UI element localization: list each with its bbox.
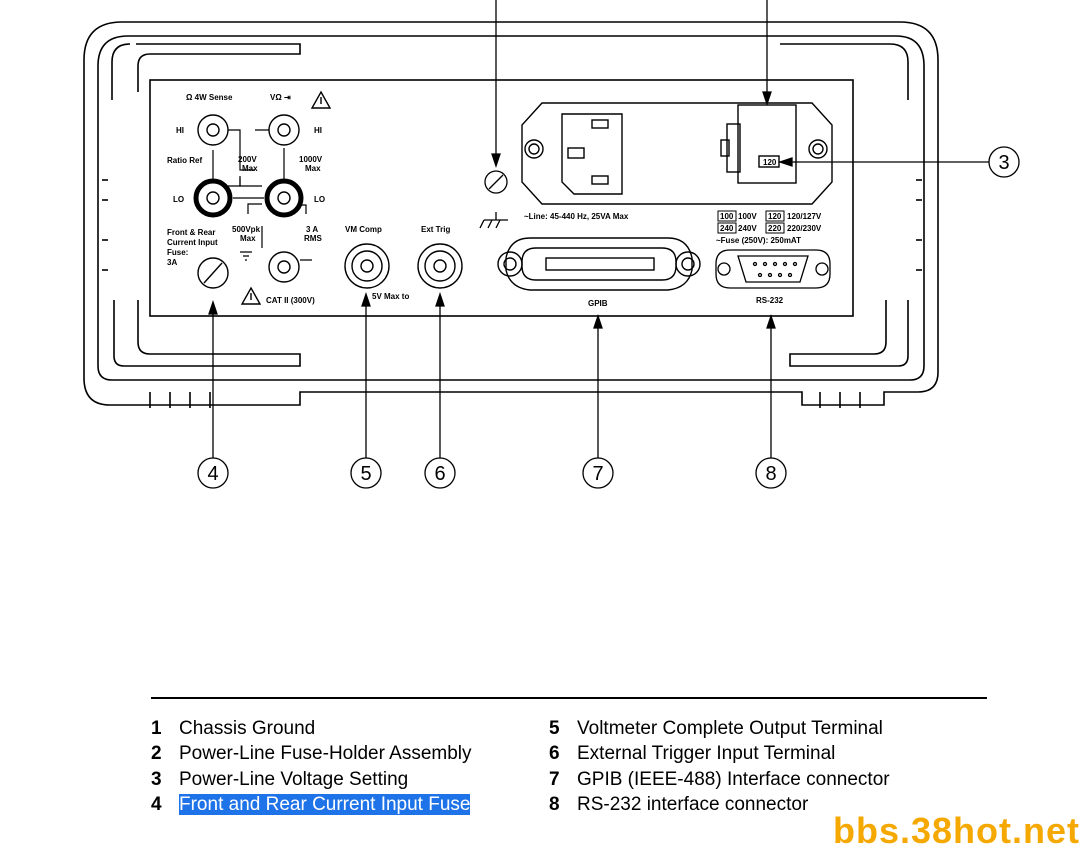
legend-number: 4 [151, 793, 162, 815]
legend-item: 5 Voltmeter Complete Output Terminal [549, 716, 890, 741]
v220-label: 220/230V [787, 224, 822, 233]
callout-circles [197, 146, 1020, 489]
amps-3a-sub-label: RMS [304, 234, 322, 243]
callout-6-number: 6 [434, 463, 445, 485]
max-200v-label: 200V [238, 155, 257, 164]
ext-trig-bnc [417, 243, 463, 289]
callout-4 [197, 457, 229, 489]
instrument-case [83, 21, 939, 408]
callout-3-number: 3 [998, 152, 1009, 174]
vpk-500-sub-label: Max [240, 234, 256, 243]
ohm-4w-sense-label: Ω 4W Sense [186, 93, 233, 102]
legend-number: 1 [151, 718, 162, 739]
callout-leaders [208, 0, 990, 458]
v100-label: 100V [738, 212, 757, 221]
callout-4-number: 4 [207, 463, 218, 485]
legend-text: RS-232 interface connector [577, 793, 809, 815]
rear-panel-diagram: 120 Ω 4W Sense VΩ ⇥ HI HI Ratio Ref 200V… [83, 0, 1020, 489]
callout-6 [424, 457, 456, 489]
legend-number: 2 [151, 743, 162, 765]
gpib-label: GPIB [588, 299, 608, 308]
legend-number: 3 [151, 768, 162, 790]
current-input-terminal [268, 251, 300, 283]
callout-5 [350, 457, 382, 489]
lo-right-label: LO [314, 195, 325, 204]
lo-left-label: LO [173, 195, 184, 204]
legend-number: 7 [549, 768, 560, 790]
bnc-terminals [344, 243, 463, 289]
watermark: bbs.38hot.net [832, 810, 1080, 851]
v240-box-label: 240 [720, 224, 734, 233]
legend-item: 3 Power-Line Voltage Setting [151, 767, 472, 792]
legend-divider [151, 697, 987, 699]
cat-rating-label: CAT II (300V) [266, 296, 315, 305]
legend-item: 4 Front and Rear Current Input Fuse [151, 792, 472, 817]
fuse-spec-label: ~Fuse (250V): 250mAT [716, 236, 801, 245]
rs232-connector [715, 249, 831, 289]
max-5v-label: 5V Max to [372, 292, 409, 301]
callout-5-number: 5 [360, 463, 371, 485]
hi-right-label: HI [314, 126, 322, 135]
gpib-connector [497, 237, 701, 291]
callout-7-number: 7 [592, 463, 603, 485]
amps-3a-label: 3 A [306, 225, 318, 234]
lo-input-terminal [264, 178, 304, 218]
fuse-label-line3: Fuse: [167, 248, 188, 257]
max-1000v-sub-label: Max [305, 164, 321, 173]
voltage-window-value: 120 [763, 158, 777, 167]
legend-number: 5 [549, 718, 560, 739]
callout-3 [988, 146, 1020, 178]
v120-label: 120/127V [787, 212, 822, 221]
legend-number: 6 [549, 743, 560, 765]
vm-comp-bnc [344, 243, 390, 289]
legend-right-column: 5 Voltmeter Complete Output Terminal 6 Ext… [549, 716, 890, 817]
max-1000v-label: 1000V [299, 155, 323, 164]
warning-icon [240, 90, 332, 305]
fuse-label-line1: Front & Rear [167, 228, 215, 237]
power-inlet [561, 113, 623, 195]
ratio-ref-label: Ratio Ref [167, 156, 202, 165]
legend-text: External Trigger Input Terminal [577, 743, 836, 765]
v240-label: 240V [738, 224, 757, 233]
legend-item: 1 Chassis Ground [151, 716, 472, 741]
legend-text: Chassis Ground [179, 718, 316, 739]
lo-sense-terminal [193, 178, 233, 218]
legend-left-column: 1 Chassis Ground 2 Power-Line Fuse-Holder … [151, 716, 472, 817]
legend-text: Voltmeter Complete Output Terminal [577, 718, 883, 739]
legend-item: 6 External Trigger Input Terminal [549, 741, 890, 766]
legend-text: GPIB (IEEE-488) Interface connector [577, 768, 890, 790]
legend-text: Power-Line Voltage Setting [179, 768, 409, 790]
v100-box-label: 100 [720, 212, 734, 221]
ext-trig-label: Ext Trig [421, 225, 450, 234]
hi-left-label: HI [176, 126, 184, 135]
v-ohm-label: VΩ ⇥ [270, 93, 291, 102]
fuse-label-line4: 3A [167, 258, 177, 267]
vpk-500-label: 500Vpk [232, 225, 261, 234]
voltage-table [717, 210, 785, 234]
legend-item: 7 GPIB (IEEE-488) Interface connector [549, 767, 890, 792]
legend-text: Power-Line Fuse-Holder Assembly [179, 743, 472, 765]
legend-item: 8 RS-232 interface connector [549, 792, 890, 817]
vm-comp-label: VM Comp [345, 225, 382, 234]
input-terminals [193, 114, 312, 289]
max-200v-sub-label: Max [242, 164, 258, 173]
callout-7 [582, 457, 614, 489]
voltage-setting-window [758, 155, 780, 168]
legend-text-selected[interactable]: Front and Rear Current Input Fuse [179, 793, 471, 815]
fuse-holder [197, 257, 229, 289]
rs232-label: RS-232 [756, 296, 784, 305]
power-entry-module [521, 102, 833, 205]
callout-8 [755, 457, 787, 489]
v220-box-label: 220 [768, 224, 782, 233]
line-spec-label: ~Line: 45-440 Hz, 25VA Max [524, 212, 629, 221]
chassis-ground-screw [479, 170, 508, 229]
legend-number: 8 [549, 793, 560, 815]
fuse-label-line2: Current Input [167, 238, 218, 247]
v120-box-label: 120 [768, 212, 782, 221]
legend-item: 2 Power-Line Fuse-Holder Assembly [151, 741, 472, 766]
callout-8-number: 8 [765, 463, 776, 485]
